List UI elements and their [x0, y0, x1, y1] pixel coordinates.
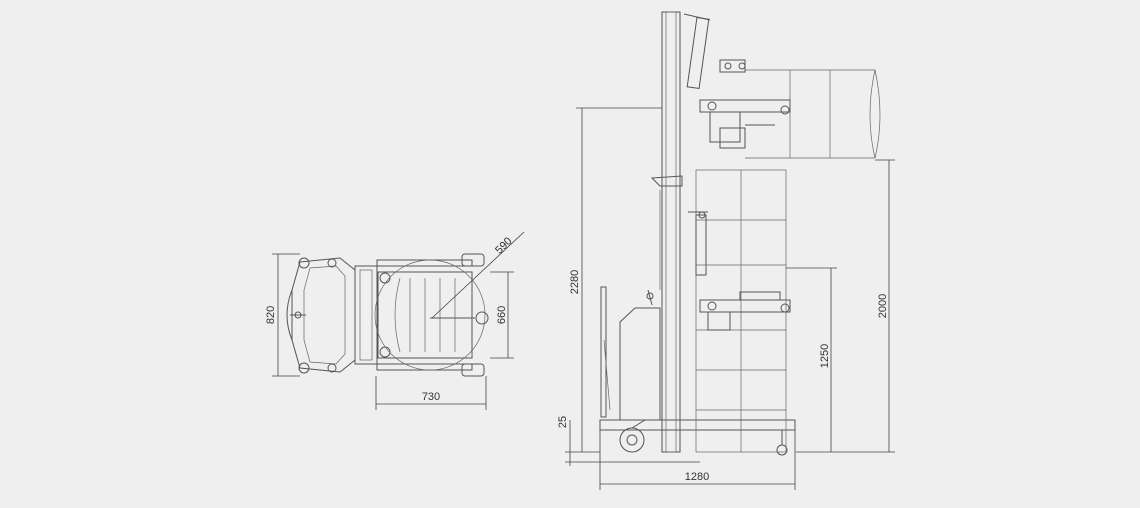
- side-view: [599, 11, 881, 456]
- top-view: [286, 231, 525, 377]
- top-view-leg-top: [376, 259, 473, 267]
- top-view-clamp-frame: [377, 271, 473, 359]
- top-view-diag-line: [431, 231, 525, 319]
- dim-1280-label: 1280: [685, 471, 709, 483]
- side-view-lower-clamp: [688, 211, 791, 331]
- top-view-leg-wheel: [461, 363, 485, 377]
- side-view-mast: [661, 11, 681, 453]
- top-view-drum: [374, 259, 486, 371]
- top-view-wheel: [298, 257, 310, 269]
- top-view-mast: [354, 265, 378, 365]
- dim-660-label: 660: [496, 306, 508, 324]
- top-view-wheel: [298, 362, 310, 374]
- dim-730-label: 730: [422, 391, 440, 403]
- side-view-body: [619, 307, 661, 421]
- dim-2280-label: 2280: [569, 270, 581, 294]
- dim-25-label: 25: [557, 416, 569, 428]
- side-view-upper-drum: [745, 69, 881, 159]
- top-view-chassis: [291, 257, 356, 373]
- side-view-handle: [600, 286, 607, 418]
- side-view-front-wheel: [776, 444, 788, 456]
- side-view-base: [599, 419, 796, 431]
- dim-1250-label: 1250: [819, 344, 831, 368]
- top-view-leg-bottom: [376, 363, 473, 371]
- side-view-dimensions: 2280 25 1280 1250 2000: [557, 107, 895, 490]
- side-view-drive-wheel: [619, 427, 645, 453]
- side-view-lower-drum: [695, 169, 787, 453]
- dim-590-label: 590: [493, 235, 514, 256]
- dim-2000-label: 2000: [877, 294, 889, 318]
- top-view-bumper: [286, 289, 293, 341]
- side-view-upper-clamp: [683, 13, 791, 149]
- top-view-leg-wheel: [461, 253, 485, 267]
- dim-820-label: 820: [265, 306, 277, 324]
